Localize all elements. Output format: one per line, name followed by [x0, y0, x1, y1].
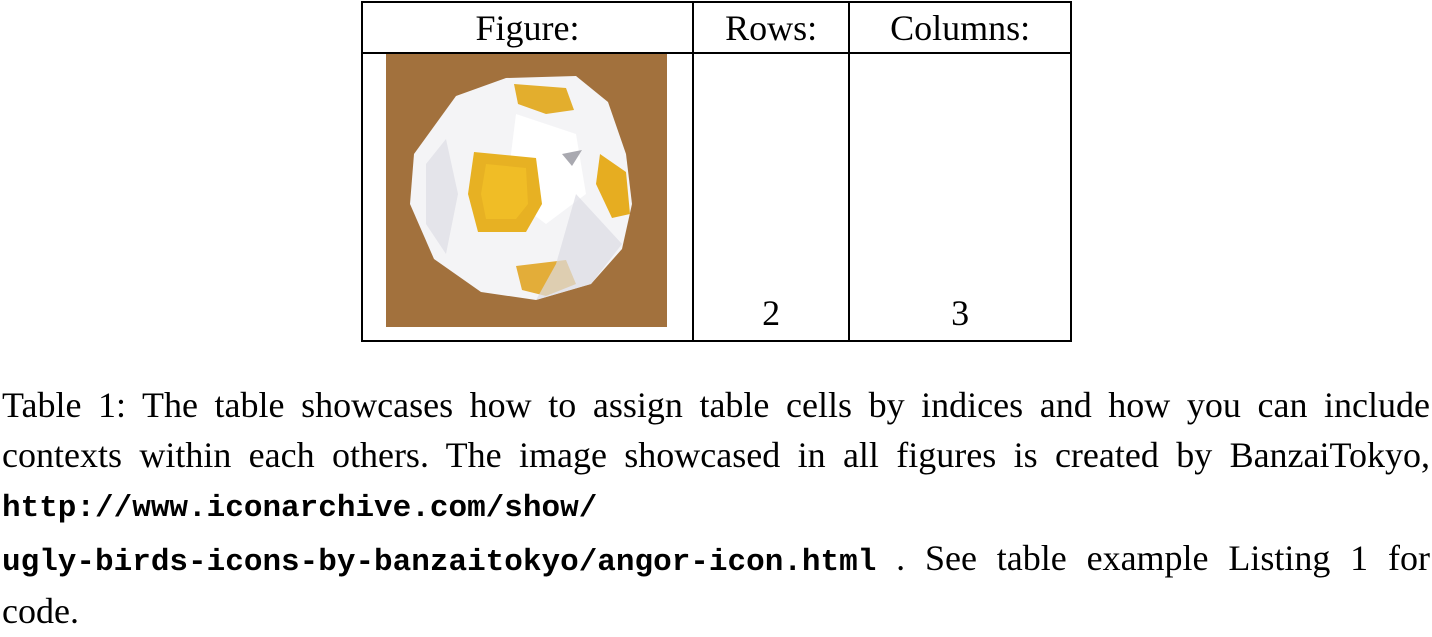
figure-cell	[361, 52, 694, 342]
columns-value: 3	[848, 52, 1072, 342]
caption-url-2[interactable]: ugly-birds-icons-by-banzaitokyo/angor-ic…	[2, 544, 877, 580]
figure-table: Figure: Rows: Columns:	[361, 1, 1072, 342]
caption-text-1: The table showcases how to assign table …	[2, 385, 1431, 475]
rows-value: 2	[691, 52, 851, 342]
header-figure: Figure:	[361, 1, 694, 54]
caption-text-2: . See table example Listing 1 for code.	[2, 537, 1430, 632]
header-rows: Rows:	[691, 1, 851, 54]
header-columns: Columns:	[848, 1, 1072, 54]
caption-url-1[interactable]: http://www.iconarchive.com/show/	[2, 491, 598, 526]
egg-ball-image	[386, 54, 667, 327]
table-caption: Table 1: The table showcases how to assi…	[2, 381, 1430, 637]
caption-label: Table 1:	[2, 385, 127, 425]
